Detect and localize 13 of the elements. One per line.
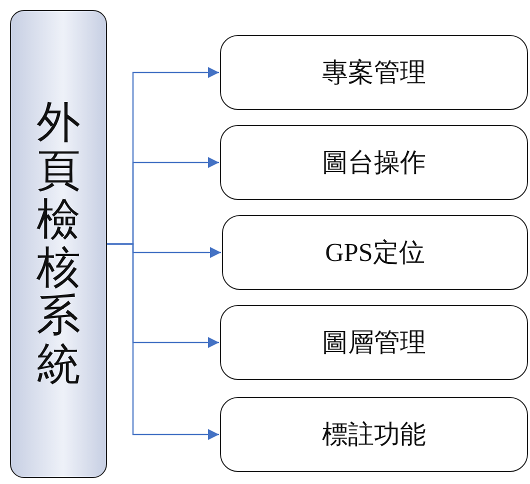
system-box (10, 10, 107, 478)
module-box (220, 397, 528, 472)
connector-arrow (107, 243, 219, 440)
module-box (220, 305, 528, 380)
module-label: 圖台操作 (322, 147, 426, 179)
module-box (220, 125, 528, 200)
module-label: 圖層管理 (322, 327, 426, 359)
module-box (220, 35, 528, 110)
module-box (222, 215, 528, 290)
module-label: GPS定位 (325, 237, 425, 269)
module-label: 專案管理 (322, 57, 426, 89)
system-title: 外頁檢核系統 (36, 98, 80, 390)
module-label: 標註功能 (322, 419, 426, 451)
